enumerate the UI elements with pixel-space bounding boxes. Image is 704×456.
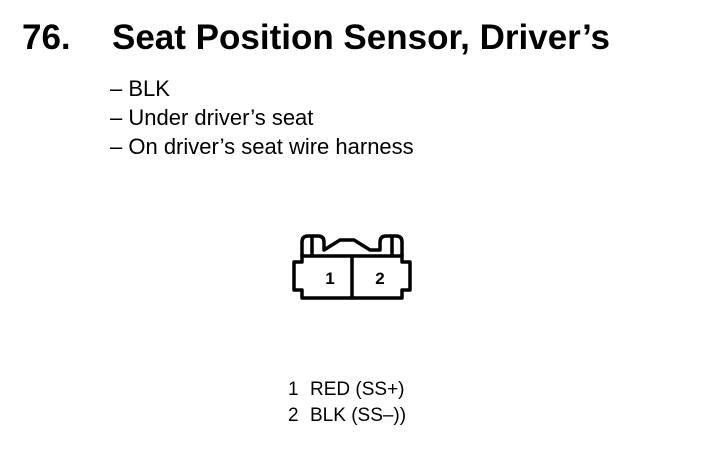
component-details: BLK Under driver’s seat On driver’s seat…: [110, 74, 414, 161]
component-title: Seat Position Sensor, Driver’s: [112, 18, 610, 57]
pinout-list: 1 RED (SS+) 2 BLK (SS–)): [288, 377, 406, 429]
pinout-row: 2 BLK (SS–)): [288, 403, 406, 429]
connector-body-outline: [292, 234, 412, 300]
component-location: Under driver’s seat: [110, 103, 414, 132]
harness-location: On driver’s seat wire harness: [110, 132, 413, 161]
connector-color: BLK: [110, 74, 414, 103]
terminal-2-label: 2: [375, 269, 384, 288]
pin-number: 2: [288, 405, 299, 426]
component-number: 76.: [22, 18, 71, 57]
pin-wire-label: RED (SS+): [310, 379, 405, 400]
terminal-1-label: 1: [325, 269, 334, 288]
pin-number: 1: [288, 379, 299, 400]
connector-diagram: 1 2: [292, 234, 412, 300]
pinout-row: 1 RED (SS+): [288, 377, 406, 403]
pin-wire-label: BLK (SS–)): [310, 405, 407, 426]
